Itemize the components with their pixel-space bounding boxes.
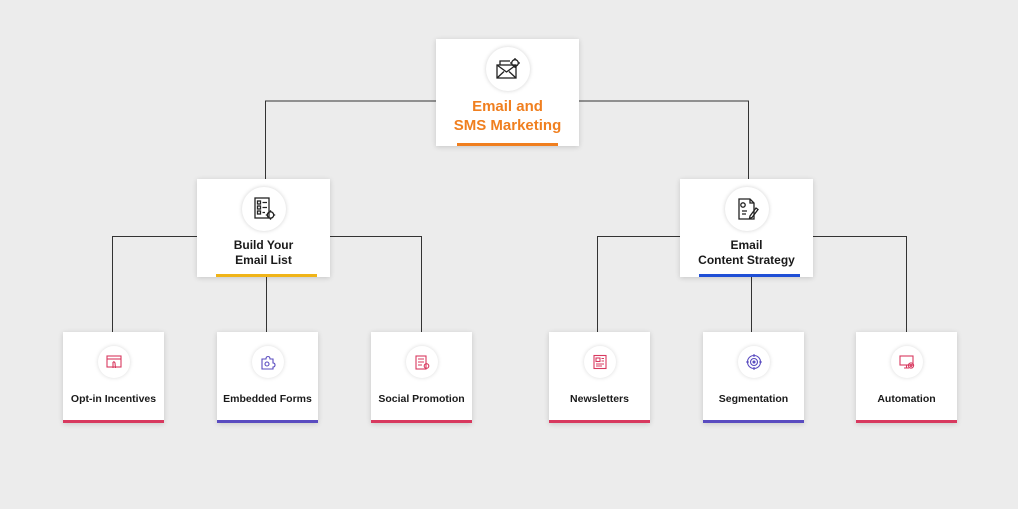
leaf-label: Automation bbox=[877, 393, 936, 405]
document-pen-icon bbox=[737, 198, 759, 220]
branch-node-email-content-strategy: Email Content Strategy bbox=[680, 179, 813, 277]
leaf-label: Social Promotion bbox=[378, 393, 465, 405]
connector-root-right bbox=[579, 100, 749, 179]
connector-left-opt-in bbox=[112, 236, 197, 332]
leaf-label: Embedded Forms bbox=[223, 393, 312, 405]
leaf-node-embedded-forms: Embedded Forms bbox=[217, 332, 318, 423]
leaf-icon-circle bbox=[737, 346, 770, 378]
connector-left-social bbox=[330, 236, 422, 332]
target-icon bbox=[745, 354, 762, 370]
window-hand-icon bbox=[105, 355, 122, 369]
leaf-accent-bar bbox=[856, 420, 957, 423]
leaf-icon-circle bbox=[405, 346, 438, 378]
leaf-icon-circle bbox=[251, 346, 284, 378]
branch-accent-bar bbox=[216, 274, 317, 277]
root-node-email-sms-marketing: Email and SMS Marketing bbox=[436, 39, 579, 146]
branch-node-build-email-list: Build Your Email List bbox=[197, 179, 330, 277]
leaf-icon-circle bbox=[583, 346, 616, 378]
leaf-node-segmentation: Segmentation bbox=[703, 332, 804, 423]
leaf-label: Segmentation bbox=[718, 393, 789, 405]
branch-title: Build Your Email List bbox=[233, 238, 294, 267]
branch-accent-bar bbox=[699, 274, 800, 277]
connector-root-left bbox=[265, 100, 436, 179]
connector-right-newsletters bbox=[597, 236, 680, 332]
puzzle-gear-icon bbox=[260, 355, 276, 370]
leaf-node-newsletters: Newsletters bbox=[549, 332, 650, 423]
checklist-gear-icon bbox=[253, 197, 275, 220]
branch-icon-circle bbox=[241, 187, 286, 231]
leaf-icon-circle bbox=[890, 346, 923, 378]
clipboard-gear-icon bbox=[414, 355, 429, 370]
leaf-accent-bar bbox=[371, 420, 472, 423]
leaf-node-social-promotion: Social Promotion bbox=[371, 332, 472, 423]
leaf-accent-bar bbox=[703, 420, 804, 423]
newspaper-icon bbox=[592, 354, 607, 370]
leaf-node-automation: Automation bbox=[856, 332, 957, 423]
root-icon-circle bbox=[485, 47, 530, 91]
screen-gear-icon bbox=[898, 355, 914, 369]
leaf-accent-bar bbox=[217, 420, 318, 423]
leaf-icon-circle bbox=[97, 346, 130, 378]
leaf-label: Newsletters bbox=[570, 393, 629, 405]
connector-right-automation bbox=[813, 236, 907, 332]
leaf-label: Opt-in Incentives bbox=[70, 393, 157, 405]
root-accent-bar bbox=[457, 143, 558, 146]
root-title: Email and SMS Marketing bbox=[453, 98, 562, 134]
envelope-gear-icon bbox=[495, 58, 520, 79]
leaf-node-opt-in-incentives: Opt-in Incentives bbox=[63, 332, 164, 423]
branch-icon-circle bbox=[724, 187, 769, 231]
leaf-accent-bar bbox=[549, 420, 650, 423]
leaf-accent-bar bbox=[63, 420, 164, 423]
branch-title: Email Content Strategy bbox=[698, 238, 795, 267]
